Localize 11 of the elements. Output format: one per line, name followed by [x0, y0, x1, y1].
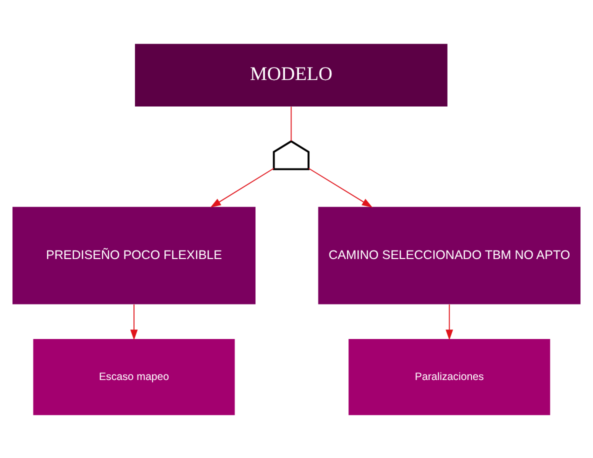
arrow — [130, 303, 138, 340]
node-box: Paralizaciones — [348, 338, 550, 415]
node-box: MODELO — [134, 43, 448, 106]
node-gate — [272, 140, 310, 170]
node-box: CAMINO SELECCIONADO TBM NO APTO — [318, 206, 580, 304]
arrow — [210, 167, 274, 208]
node-box: PREDISEÑO POCO FLEXIBLE — [12, 206, 256, 304]
node-box: Escaso mapeo — [33, 338, 235, 415]
arrow — [446, 303, 454, 340]
arrow — [308, 167, 373, 208]
connector — [290, 106, 292, 141]
